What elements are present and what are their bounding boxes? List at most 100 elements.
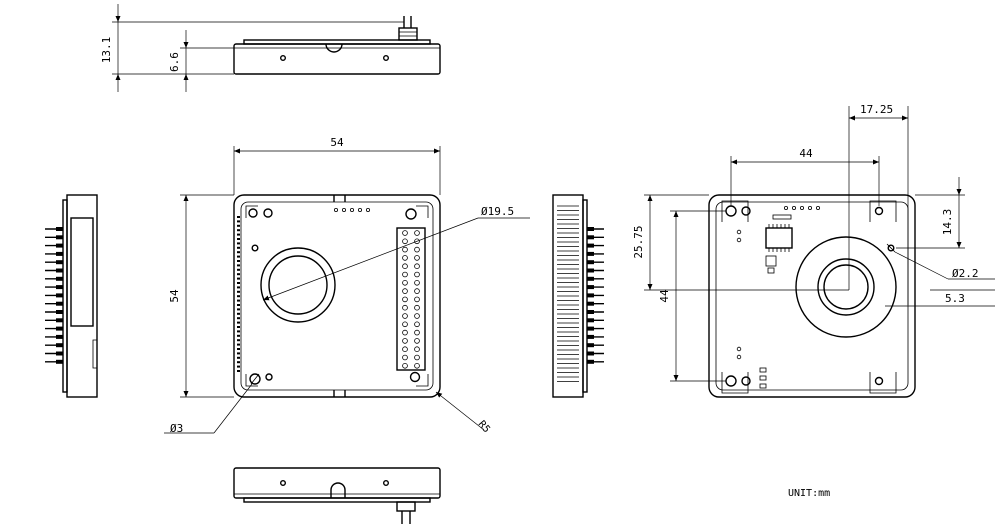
dimension-rear-small-hole-offset: 5.3 bbox=[885, 289, 995, 307]
dim-text-25-75: 25.75 bbox=[632, 225, 645, 258]
edge-pad bbox=[237, 343, 240, 346]
edge-pad bbox=[237, 330, 240, 333]
dimension-rear-offset-x: 17.25 bbox=[848, 103, 909, 305]
dim-text-54-height: 54 bbox=[168, 289, 181, 303]
edge-pad bbox=[237, 238, 240, 240]
dimension-rear-spacing-x: 44 bbox=[730, 147, 880, 206]
rear-view bbox=[708, 194, 916, 398]
side-pin-collar bbox=[587, 334, 594, 339]
chip-legs bbox=[768, 224, 790, 252]
edge-pad bbox=[237, 308, 240, 311]
edge-pad bbox=[237, 268, 240, 271]
dim-text-6-6: 6.6 bbox=[168, 52, 181, 72]
side-pin-collar bbox=[56, 310, 63, 314]
dim-text-44-y: 44 bbox=[658, 289, 671, 303]
header-pin bbox=[414, 362, 420, 369]
header-pin bbox=[402, 263, 408, 270]
left-pad-column bbox=[237, 216, 240, 372]
header-pin bbox=[402, 329, 408, 336]
side-pin-collar bbox=[56, 285, 63, 290]
header-pin bbox=[414, 230, 420, 236]
header-pin bbox=[402, 246, 408, 253]
unit-label: UNIT:mm bbox=[788, 488, 830, 499]
edge-pad bbox=[237, 348, 240, 350]
front-view bbox=[233, 194, 441, 398]
edge-pad bbox=[237, 304, 240, 306]
dim-text-radius: R5 bbox=[476, 419, 492, 435]
side-pin-collar bbox=[56, 268, 63, 273]
edge-pad bbox=[237, 299, 240, 302]
side-pin-collar bbox=[587, 243, 594, 248]
dimension-top-total: 13.1 bbox=[100, 4, 404, 92]
edge-pad bbox=[237, 277, 240, 280]
dimension-coil-diameter: Ø19.5 bbox=[262, 205, 530, 301]
header-pin bbox=[414, 288, 420, 294]
header-pin bbox=[414, 338, 420, 344]
header-pin bbox=[414, 296, 420, 303]
side-pin-collar bbox=[587, 351, 594, 356]
side-pin-collar bbox=[56, 243, 63, 248]
dimension-front-width: 54 bbox=[233, 136, 441, 195]
header-pin bbox=[402, 346, 408, 353]
side-pin-collar bbox=[587, 359, 594, 364]
edge-pad bbox=[237, 216, 240, 218]
header-pin bbox=[414, 246, 420, 253]
dimension-rear-spacing-y: 44 bbox=[658, 210, 726, 382]
edge-pad bbox=[237, 229, 240, 232]
header-pin bbox=[402, 362, 408, 369]
header-pin bbox=[402, 230, 408, 236]
edge-pad bbox=[237, 295, 240, 298]
side-pin-collar bbox=[56, 318, 63, 323]
header-pin bbox=[402, 313, 408, 319]
dim-text-2-2: Ø2.2 bbox=[952, 267, 979, 280]
edge-pad bbox=[237, 260, 240, 262]
side-pin-collar bbox=[56, 235, 63, 240]
side-pin-collar bbox=[587, 318, 594, 323]
header-pin bbox=[414, 329, 420, 336]
dim-text-hole: Ø3 bbox=[170, 422, 183, 435]
left-side-view bbox=[45, 194, 98, 398]
top-side-view bbox=[233, 16, 441, 75]
header-pin bbox=[414, 321, 420, 328]
side-pin-collar bbox=[587, 326, 594, 331]
edge-pad bbox=[237, 370, 240, 372]
header-pin bbox=[402, 238, 408, 245]
edge-pad bbox=[237, 334, 240, 337]
side-pin-collar bbox=[56, 351, 63, 356]
side-pin-collar bbox=[56, 276, 63, 281]
side-pin-collar bbox=[587, 293, 594, 298]
header-pin bbox=[402, 288, 408, 294]
dim-text-coil: Ø19.5 bbox=[481, 205, 514, 218]
edge-pad bbox=[237, 220, 240, 223]
edge-pad bbox=[237, 312, 240, 315]
side-pin-collar bbox=[56, 343, 63, 348]
edge-pad bbox=[237, 317, 240, 320]
edge-pad bbox=[237, 242, 240, 245]
side-pin-collar bbox=[587, 276, 594, 281]
side-pin-collar bbox=[587, 310, 594, 314]
header-pin bbox=[414, 255, 420, 261]
edge-pad bbox=[237, 273, 240, 276]
edge-pad bbox=[237, 251, 240, 254]
header-pin bbox=[414, 304, 420, 311]
edge-pad bbox=[237, 286, 240, 289]
header-pin bbox=[402, 304, 408, 311]
header-pin bbox=[414, 354, 420, 361]
side-pin-collar bbox=[56, 293, 63, 298]
edge-pad bbox=[237, 264, 240, 267]
side-pin-collar bbox=[587, 285, 594, 290]
side-pin-collar bbox=[56, 301, 63, 306]
edge-pad bbox=[237, 282, 240, 284]
left-side-pins bbox=[45, 227, 63, 364]
dim-text-17-25: 17.25 bbox=[860, 103, 893, 116]
header-pin-grid bbox=[402, 230, 420, 369]
dimension-mount-hole: Ø3 bbox=[164, 383, 253, 435]
right-side-pins bbox=[557, 205, 604, 382]
side-pin-collar bbox=[587, 227, 594, 231]
edge-pad bbox=[237, 290, 240, 293]
dimension-rear-small-hole: Ø2.2 bbox=[894, 251, 995, 280]
header-pin bbox=[414, 238, 420, 245]
side-pin-collar bbox=[587, 235, 594, 240]
header-pin bbox=[414, 263, 420, 270]
